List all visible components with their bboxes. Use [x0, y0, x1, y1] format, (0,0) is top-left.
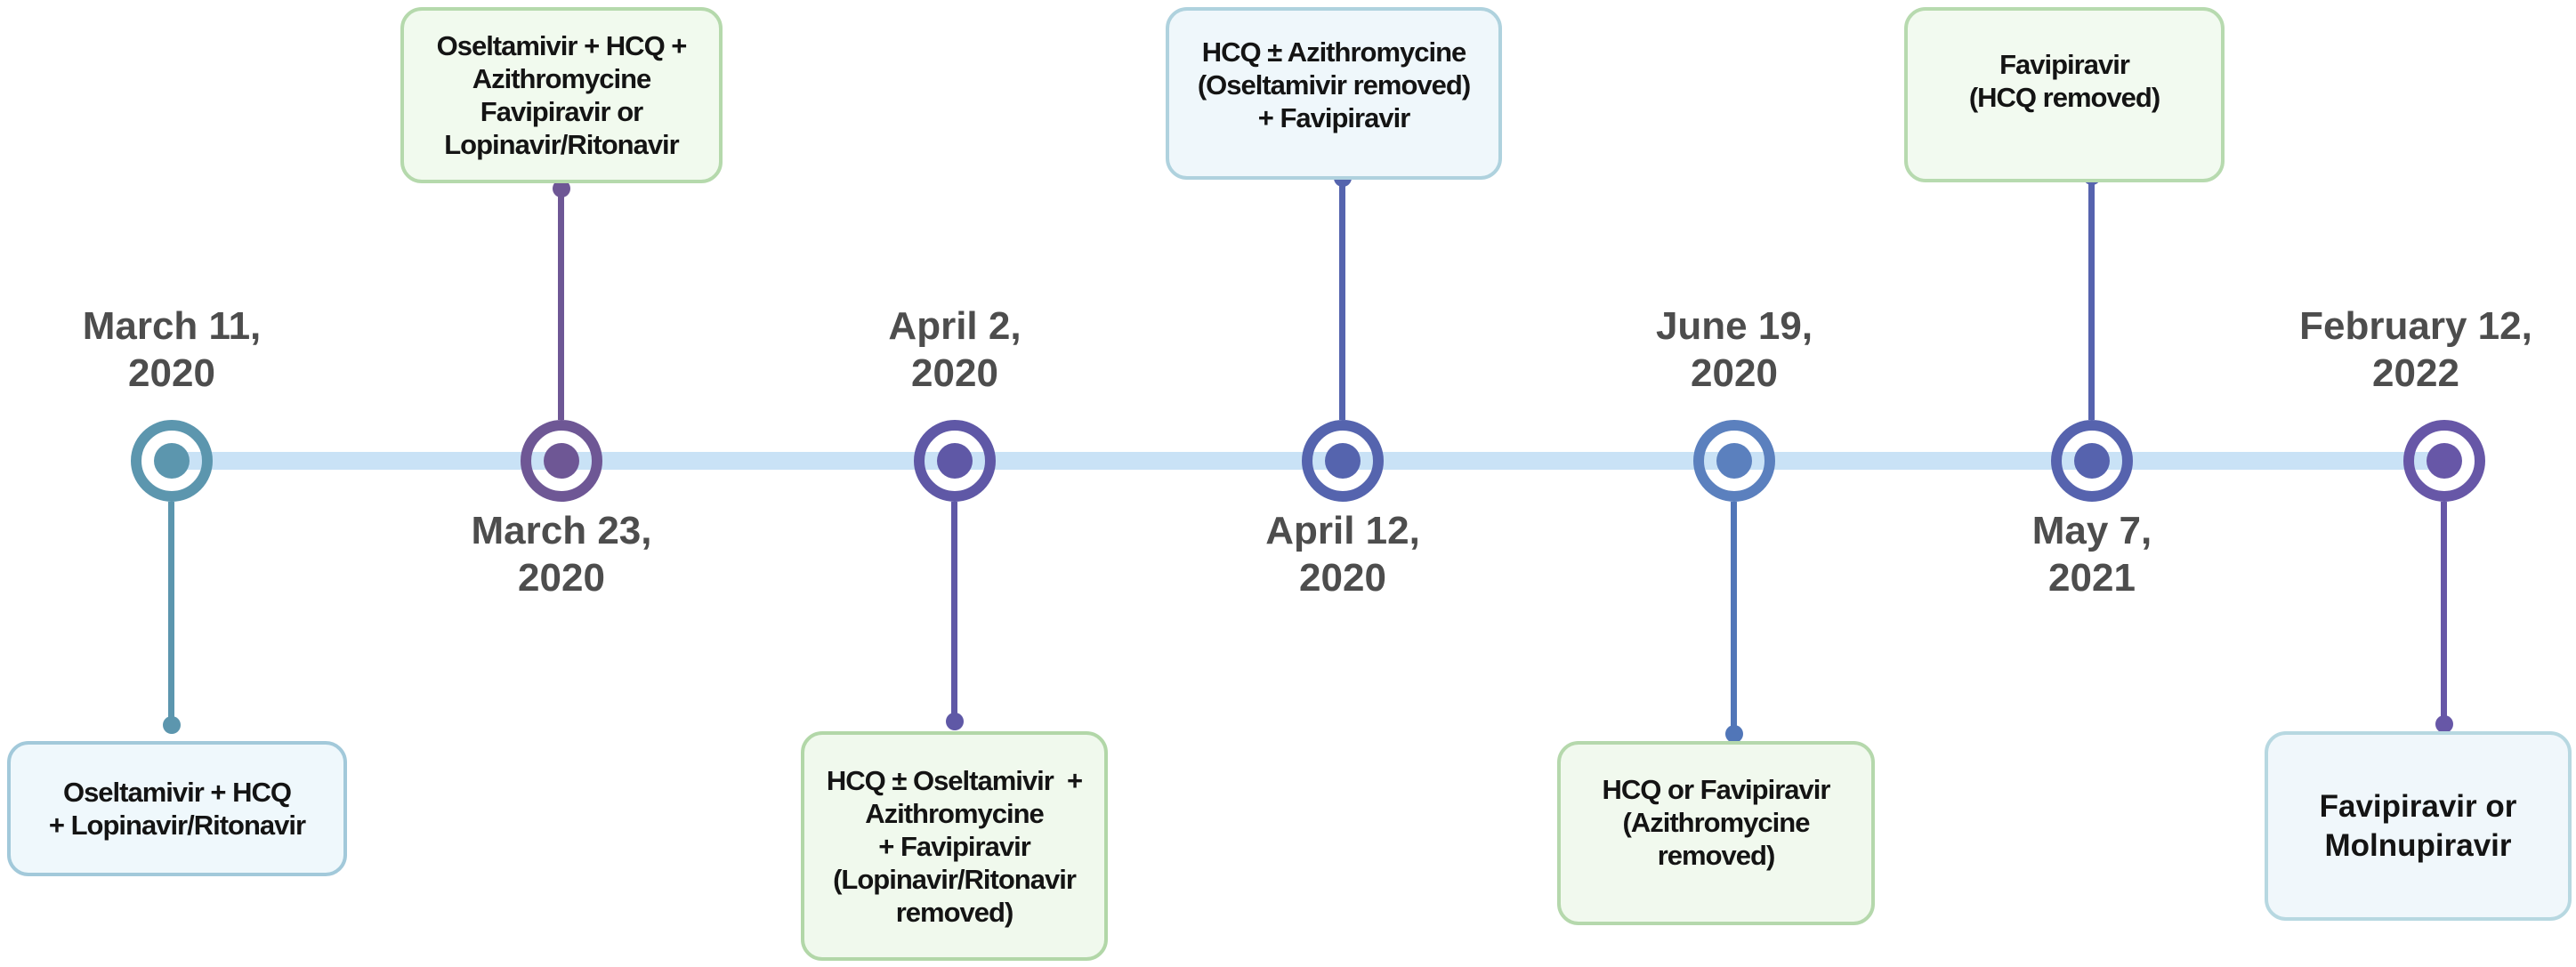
date-label-june-19-2020: June 19, 2020 — [1538, 302, 1930, 397]
date-line: 2020 — [1299, 556, 1386, 600]
treatment-box-7: Favipiravir or Molnupiravir — [2265, 731, 2572, 921]
node-center-dot — [1716, 443, 1752, 479]
timeline-node-6 — [2051, 420, 2133, 502]
connector-line-3 — [951, 502, 957, 722]
date-line: April 2, — [888, 304, 1022, 348]
date-line: 2020 — [911, 351, 998, 395]
treatment-text: Molnupiravir — [2324, 827, 2512, 863]
treatment-text: (Oseltamivir removed) — [1197, 69, 1471, 101]
connector-line-1 — [168, 502, 174, 726]
date-label-february-12-2022: February 12, 2022 — [2220, 302, 2576, 397]
connector-line-4 — [1339, 178, 1345, 420]
treatment-box-2: Oseltamivir + HCQ + Azithromycine Favipi… — [400, 7, 723, 183]
date-label-march-11-2020: March 11, 2020 — [0, 302, 367, 397]
date-line: 2020 — [1691, 351, 1778, 395]
treatment-text: removed) — [1657, 840, 1776, 871]
date-label-march-23-2020: March 23, 2020 — [366, 507, 757, 601]
treatment-text: HCQ ± Azithromycine — [1201, 36, 1467, 68]
treatment-text: (Azithromycine — [1622, 807, 1811, 838]
date-line: June 19, — [1655, 304, 1813, 348]
node-center-dot — [2427, 443, 2462, 479]
treatment-text: + Lopinavir/Ritonavir — [48, 810, 306, 841]
node-center-dot — [937, 443, 973, 479]
treatment-text: Lopinavir/Ritonavir — [444, 129, 679, 160]
treatment-box-1: Oseltamivir + HCQ + Lopinavir/Ritonavir — [7, 741, 347, 876]
timeline-node-4 — [1302, 420, 1384, 502]
treatment-text: Azithromycine — [472, 63, 652, 94]
date-line: April 12, — [1265, 509, 1420, 552]
treatment-box-3: HCQ ± Oseltamivir + Azithromycine + Favi… — [801, 731, 1108, 961]
connector-line-7 — [2441, 502, 2447, 722]
date-line: 2020 — [128, 351, 215, 395]
treatment-text: (HCQ removed) — [1968, 82, 2160, 113]
timeline-node-3 — [914, 420, 996, 502]
treatment-text: Favipiravir or — [2319, 788, 2517, 824]
connector-line-5 — [1731, 502, 1737, 731]
timeline-node-1 — [131, 420, 213, 502]
treatment-box-5: HCQ or Favipiravir (Azithromycine remove… — [1557, 741, 1875, 925]
date-line: March 23, — [471, 509, 652, 552]
treatment-text: Oseltamivir + HCQ — [62, 777, 292, 808]
treatment-text: removed) — [895, 896, 1014, 928]
treatment-text: Azithromycine — [865, 797, 1045, 829]
treatment-text: Favipiravir or — [480, 96, 643, 127]
connector-dot-5 — [1725, 725, 1743, 743]
treatment-text: Favipiravir — [1999, 49, 2130, 80]
treatment-box-6: Favipiravir (HCQ removed) — [1904, 7, 2225, 182]
treatment-text: Oseltamivir + HCQ + — [436, 30, 688, 61]
date-label-april-2-2020: April 2, 2020 — [759, 302, 1151, 397]
treatment-text: HCQ or Favipiravir — [1602, 774, 1831, 805]
treatment-text: + Favipiravir — [1257, 102, 1411, 133]
timeline-node-5 — [1693, 420, 1775, 502]
node-center-dot — [1325, 443, 1361, 479]
treatment-text: (Lopinavir/Ritonavir — [833, 863, 1077, 895]
treatment-text: + Favipiravir — [878, 830, 1031, 862]
connector-dot-7 — [2435, 715, 2453, 733]
node-center-dot — [154, 443, 190, 479]
date-label-april-12-2020: April 12, 2020 — [1147, 507, 1538, 601]
date-label-may-7-2021: May 7, 2021 — [1896, 507, 2288, 601]
date-line: February 12, — [2299, 304, 2532, 348]
node-center-dot — [544, 443, 579, 479]
date-line: 2020 — [518, 556, 605, 600]
date-line: May 7, — [2031, 509, 2152, 552]
date-line: 2021 — [2048, 556, 2136, 600]
connector-dot-2 — [553, 180, 570, 197]
timeline-node-7 — [2403, 420, 2485, 502]
connector-line-6 — [2088, 176, 2095, 420]
timeline-node-2 — [521, 420, 602, 502]
date-line: 2022 — [2372, 351, 2459, 395]
connector-dot-1 — [163, 716, 181, 734]
connector-line-2 — [558, 189, 564, 420]
date-line: March 11, — [82, 304, 262, 348]
treatment-box-4: HCQ ± Azithromycine (Oseltamivir removed… — [1166, 7, 1502, 180]
node-center-dot — [2074, 443, 2110, 479]
treatment-text: HCQ ± Oseltamivir + — [826, 764, 1083, 796]
connector-dot-3 — [946, 713, 964, 730]
